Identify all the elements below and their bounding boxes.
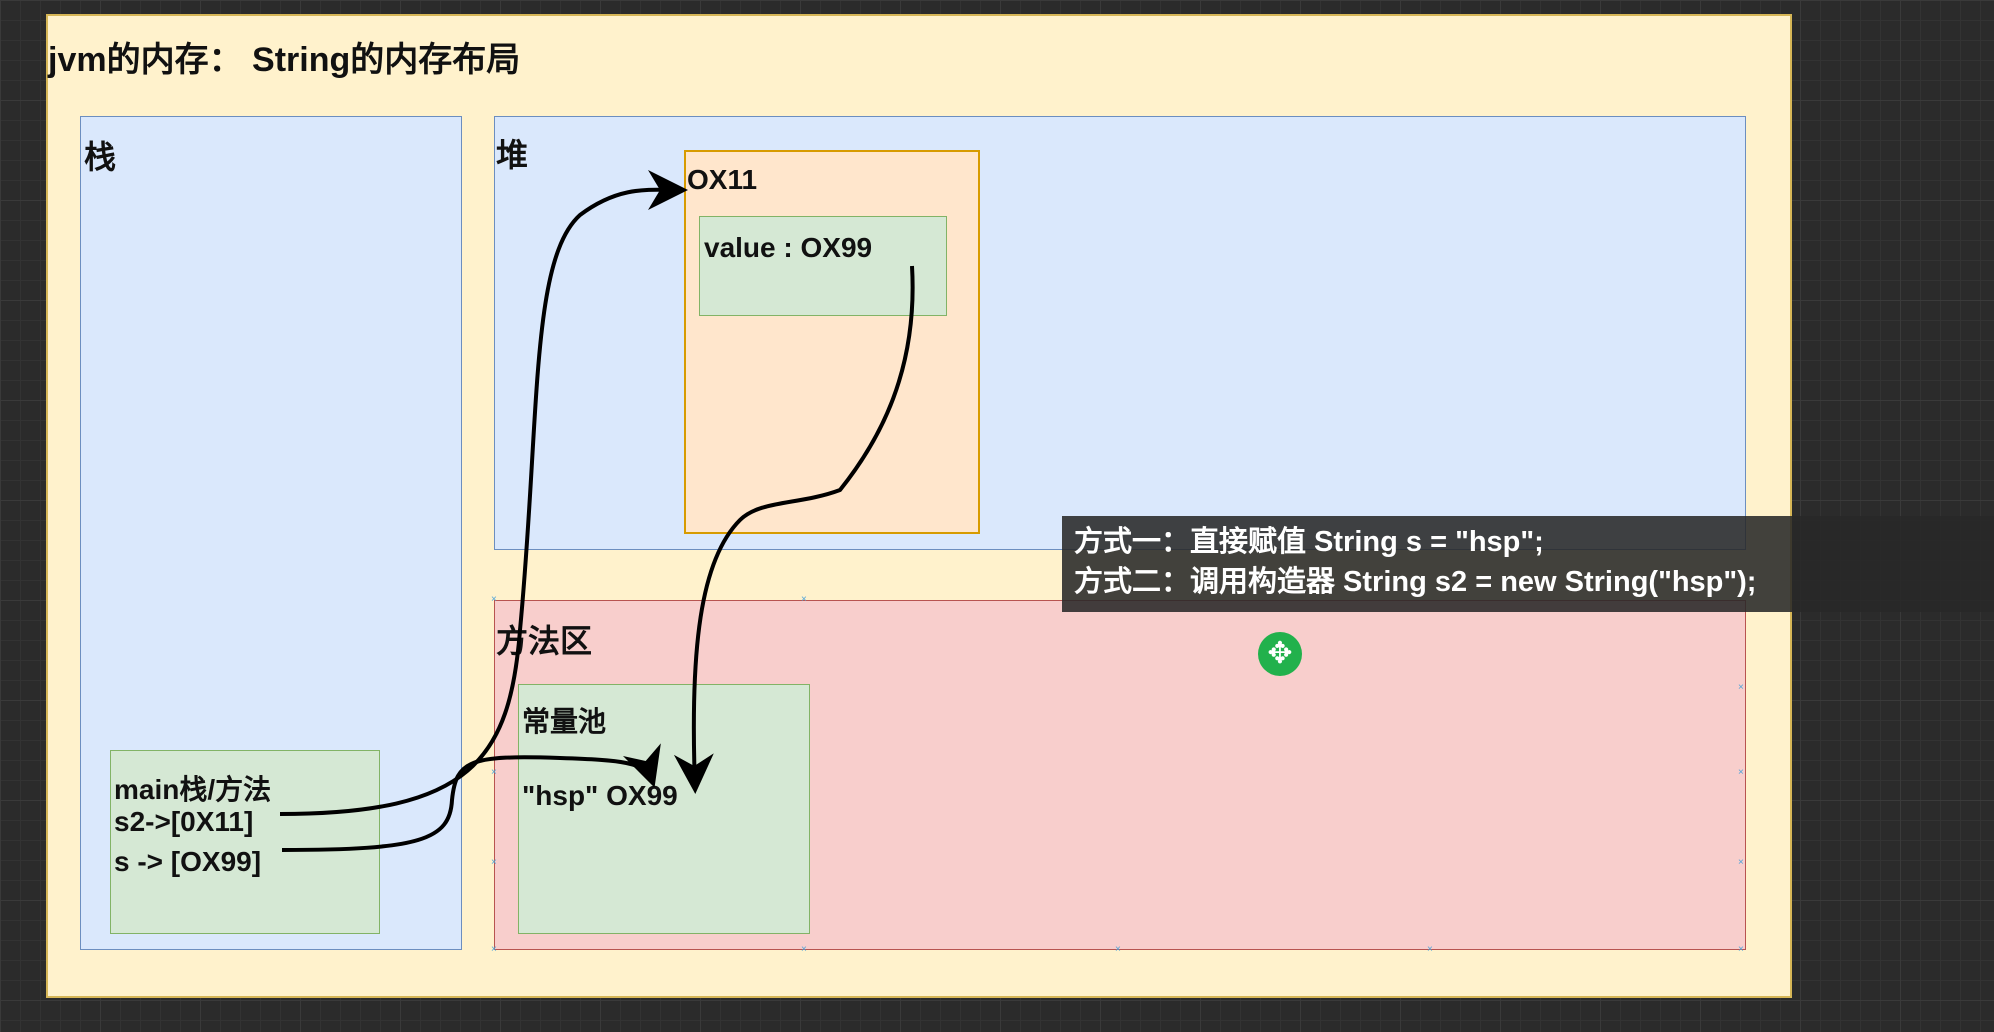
selection-handle-icon[interactable]: × xyxy=(491,944,497,955)
value-field-box[interactable] xyxy=(699,216,947,316)
selection-handle-icon[interactable]: × xyxy=(1738,944,1744,955)
selection-handle-icon[interactable]: × xyxy=(1738,857,1744,868)
selection-handle-icon[interactable]: × xyxy=(1738,767,1744,778)
string-object-box[interactable] xyxy=(684,150,980,534)
main-frame-title: main栈/方法 xyxy=(114,774,272,805)
arrow-s2-to-object[interactable] xyxy=(279,169,688,816)
selection-handle-icon[interactable]: × xyxy=(1427,944,1433,955)
selection-handle-icon[interactable]: × xyxy=(801,594,807,605)
annotation-tooltip: 方式一：直接赋值 String s = "hsp"; 方式二：调用构造器 Str… xyxy=(1062,516,1994,612)
selection-handle-icon[interactable]: × xyxy=(1115,944,1121,955)
main-frame-s2: s2->[0X11] xyxy=(114,806,254,837)
heap-label: 堆 xyxy=(496,137,529,173)
value-field-label: value : OX99 xyxy=(704,232,873,263)
stack-label: 栈 xyxy=(84,139,117,175)
move-icon[interactable]: ✥ xyxy=(1258,632,1302,676)
method-area-label: 方法区 xyxy=(496,623,593,659)
selection-handle-icon[interactable]: × xyxy=(491,857,497,868)
arrow-s-to-pool[interactable] xyxy=(281,743,661,852)
selection-handle-icon[interactable]: × xyxy=(491,594,497,605)
string-object-address: OX11 xyxy=(687,164,758,195)
selection-handle-icon[interactable]: × xyxy=(801,944,807,955)
tooltip-line-2: 方式二：调用构造器 String s2 = new String("hsp"); xyxy=(1074,566,1757,598)
main-frame-box[interactable] xyxy=(110,750,380,934)
constant-pool-box[interactable] xyxy=(518,684,810,934)
selection-handle-icon[interactable]: × xyxy=(1738,682,1744,693)
constant-pool-label: 常量池 xyxy=(522,706,607,737)
diagram-title: jvm的内存： String的内存布局 xyxy=(48,41,521,79)
arrow-value-to-pool[interactable] xyxy=(673,265,915,794)
main-frame-s: s -> [OX99] xyxy=(114,846,262,877)
tooltip-line-1: 方式一：直接赋值 String s = "hsp"; xyxy=(1074,526,1544,558)
selection-handle-icon[interactable]: × xyxy=(491,767,497,778)
